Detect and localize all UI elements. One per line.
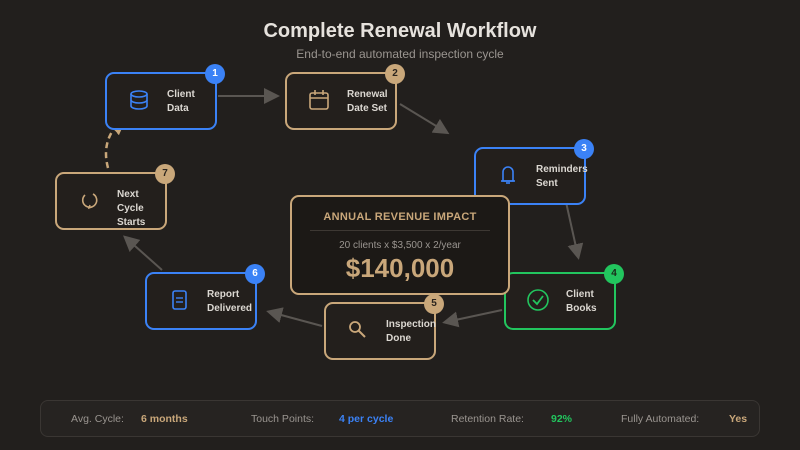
step-label: Next Cycle Starts [117,189,146,228]
step-label: Reminders Sent [536,164,588,189]
step-label: Renewal Date Set [347,89,388,114]
step-next-cycle-starts[interactable]: Next Cycle Starts 7 [55,164,175,230]
check-circle-icon [527,289,549,311]
step-number-badge: 1 [205,64,225,84]
stat-value: 6 months [141,413,188,425]
stat-avg-cycle: Avg. Cycle: 6 months [71,413,188,425]
impact-heading: ANNUAL REVENUE IMPACT [323,211,477,223]
stat-label: Touch Points: [251,413,315,425]
step-number-badge: 7 [155,164,175,184]
step-number-badge: 6 [245,264,265,284]
arrow-3-4 [565,201,584,260]
stat-label: Retention Rate: [451,413,524,425]
step-client-data[interactable]: Client Data 1 [105,64,225,130]
revenue-impact-card: ANNUAL REVENUE IMPACT 20 clients x $3,50… [290,195,510,295]
step-label: Report Delivered [207,289,253,314]
step-number-badge: 5 [424,294,444,314]
stat-value: 4 per cycle [339,413,394,425]
step-inspection-done[interactable]: Inspection Done 5 [324,294,444,360]
step-number-badge: 3 [574,139,594,159]
step-client-books[interactable]: Client Books 4 [504,264,624,330]
arrow-2-3 [399,103,450,135]
arrow-4-5 [442,309,503,328]
step-label: Inspection Done [386,319,437,344]
arrow-5-6 [266,307,323,327]
bell-icon [501,166,515,184]
arrow-6-7 [123,235,163,271]
stat-fully-automated: Fully Automated: Yes [621,413,747,425]
page-subtitle: End-to-end automated inspection cycle [296,47,504,61]
impact-calculation: 20 clients x $3,500 x 2/year [339,240,461,251]
stats-bar: Avg. Cycle: 6 months Touch Points: 4 per… [40,400,760,437]
step-number-badge: 2 [385,64,405,84]
document-icon [172,290,187,310]
stat-label: Fully Automated: [621,413,700,425]
step-number-badge: 4 [604,264,624,284]
step-label: Client Data [167,89,195,114]
stat-label: Avg. Cycle: [71,413,124,425]
stat-retention-rate: Retention Rate: 92% [451,413,572,425]
refresh-icon [81,193,98,210]
page-title: Complete Renewal Workflow [263,20,537,42]
divider [310,230,490,231]
database-icon [130,90,148,110]
step-renewal-date-set[interactable]: Renewal Date Set 2 [285,64,405,130]
stat-value: Yes [729,413,748,425]
step-report-delivered[interactable]: Report Delivered 6 [145,264,265,330]
impact-amount: $140,000 [345,253,455,283]
magnifier-icon [349,321,366,338]
stat-touch-points: Touch Points: 4 per cycle [251,413,393,425]
stat-value: 92% [551,413,573,425]
step-label: Client Books [566,289,597,314]
calendar-icon [309,90,329,110]
